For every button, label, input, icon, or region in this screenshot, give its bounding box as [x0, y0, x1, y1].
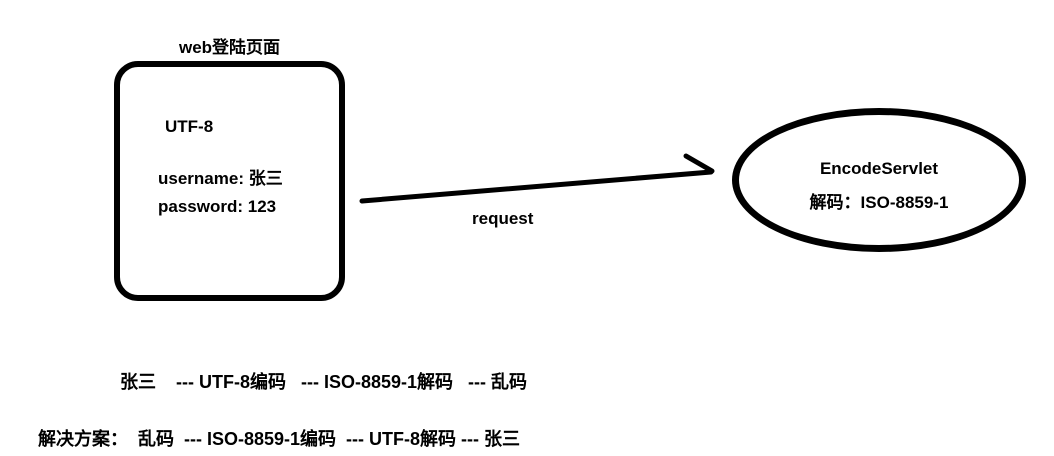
- login-box-title: web登陆页面: [178, 38, 281, 57]
- solution-note: 解决方案： 乱码 --- ISO-8859-1编码 --- UTF-8解码 --…: [38, 429, 520, 449]
- login-box-password-line: password: 123: [158, 197, 277, 216]
- encode-servlet-name: EncodeServlet: [819, 159, 939, 178]
- request-arrow-label: request: [472, 209, 534, 228]
- encoding-flow-note: 张三 --- UTF-8编码 --- ISO-8859-1解码 --- 乱码: [120, 372, 528, 392]
- encode-servlet-decode-line: 解码：ISO-8859-1: [809, 193, 949, 212]
- encode-servlet-ellipse: [732, 108, 1026, 252]
- login-box-encoding-label: UTF-8: [165, 117, 214, 136]
- login-box-username-line: username: 张三: [158, 169, 283, 188]
- login-box: [114, 61, 345, 301]
